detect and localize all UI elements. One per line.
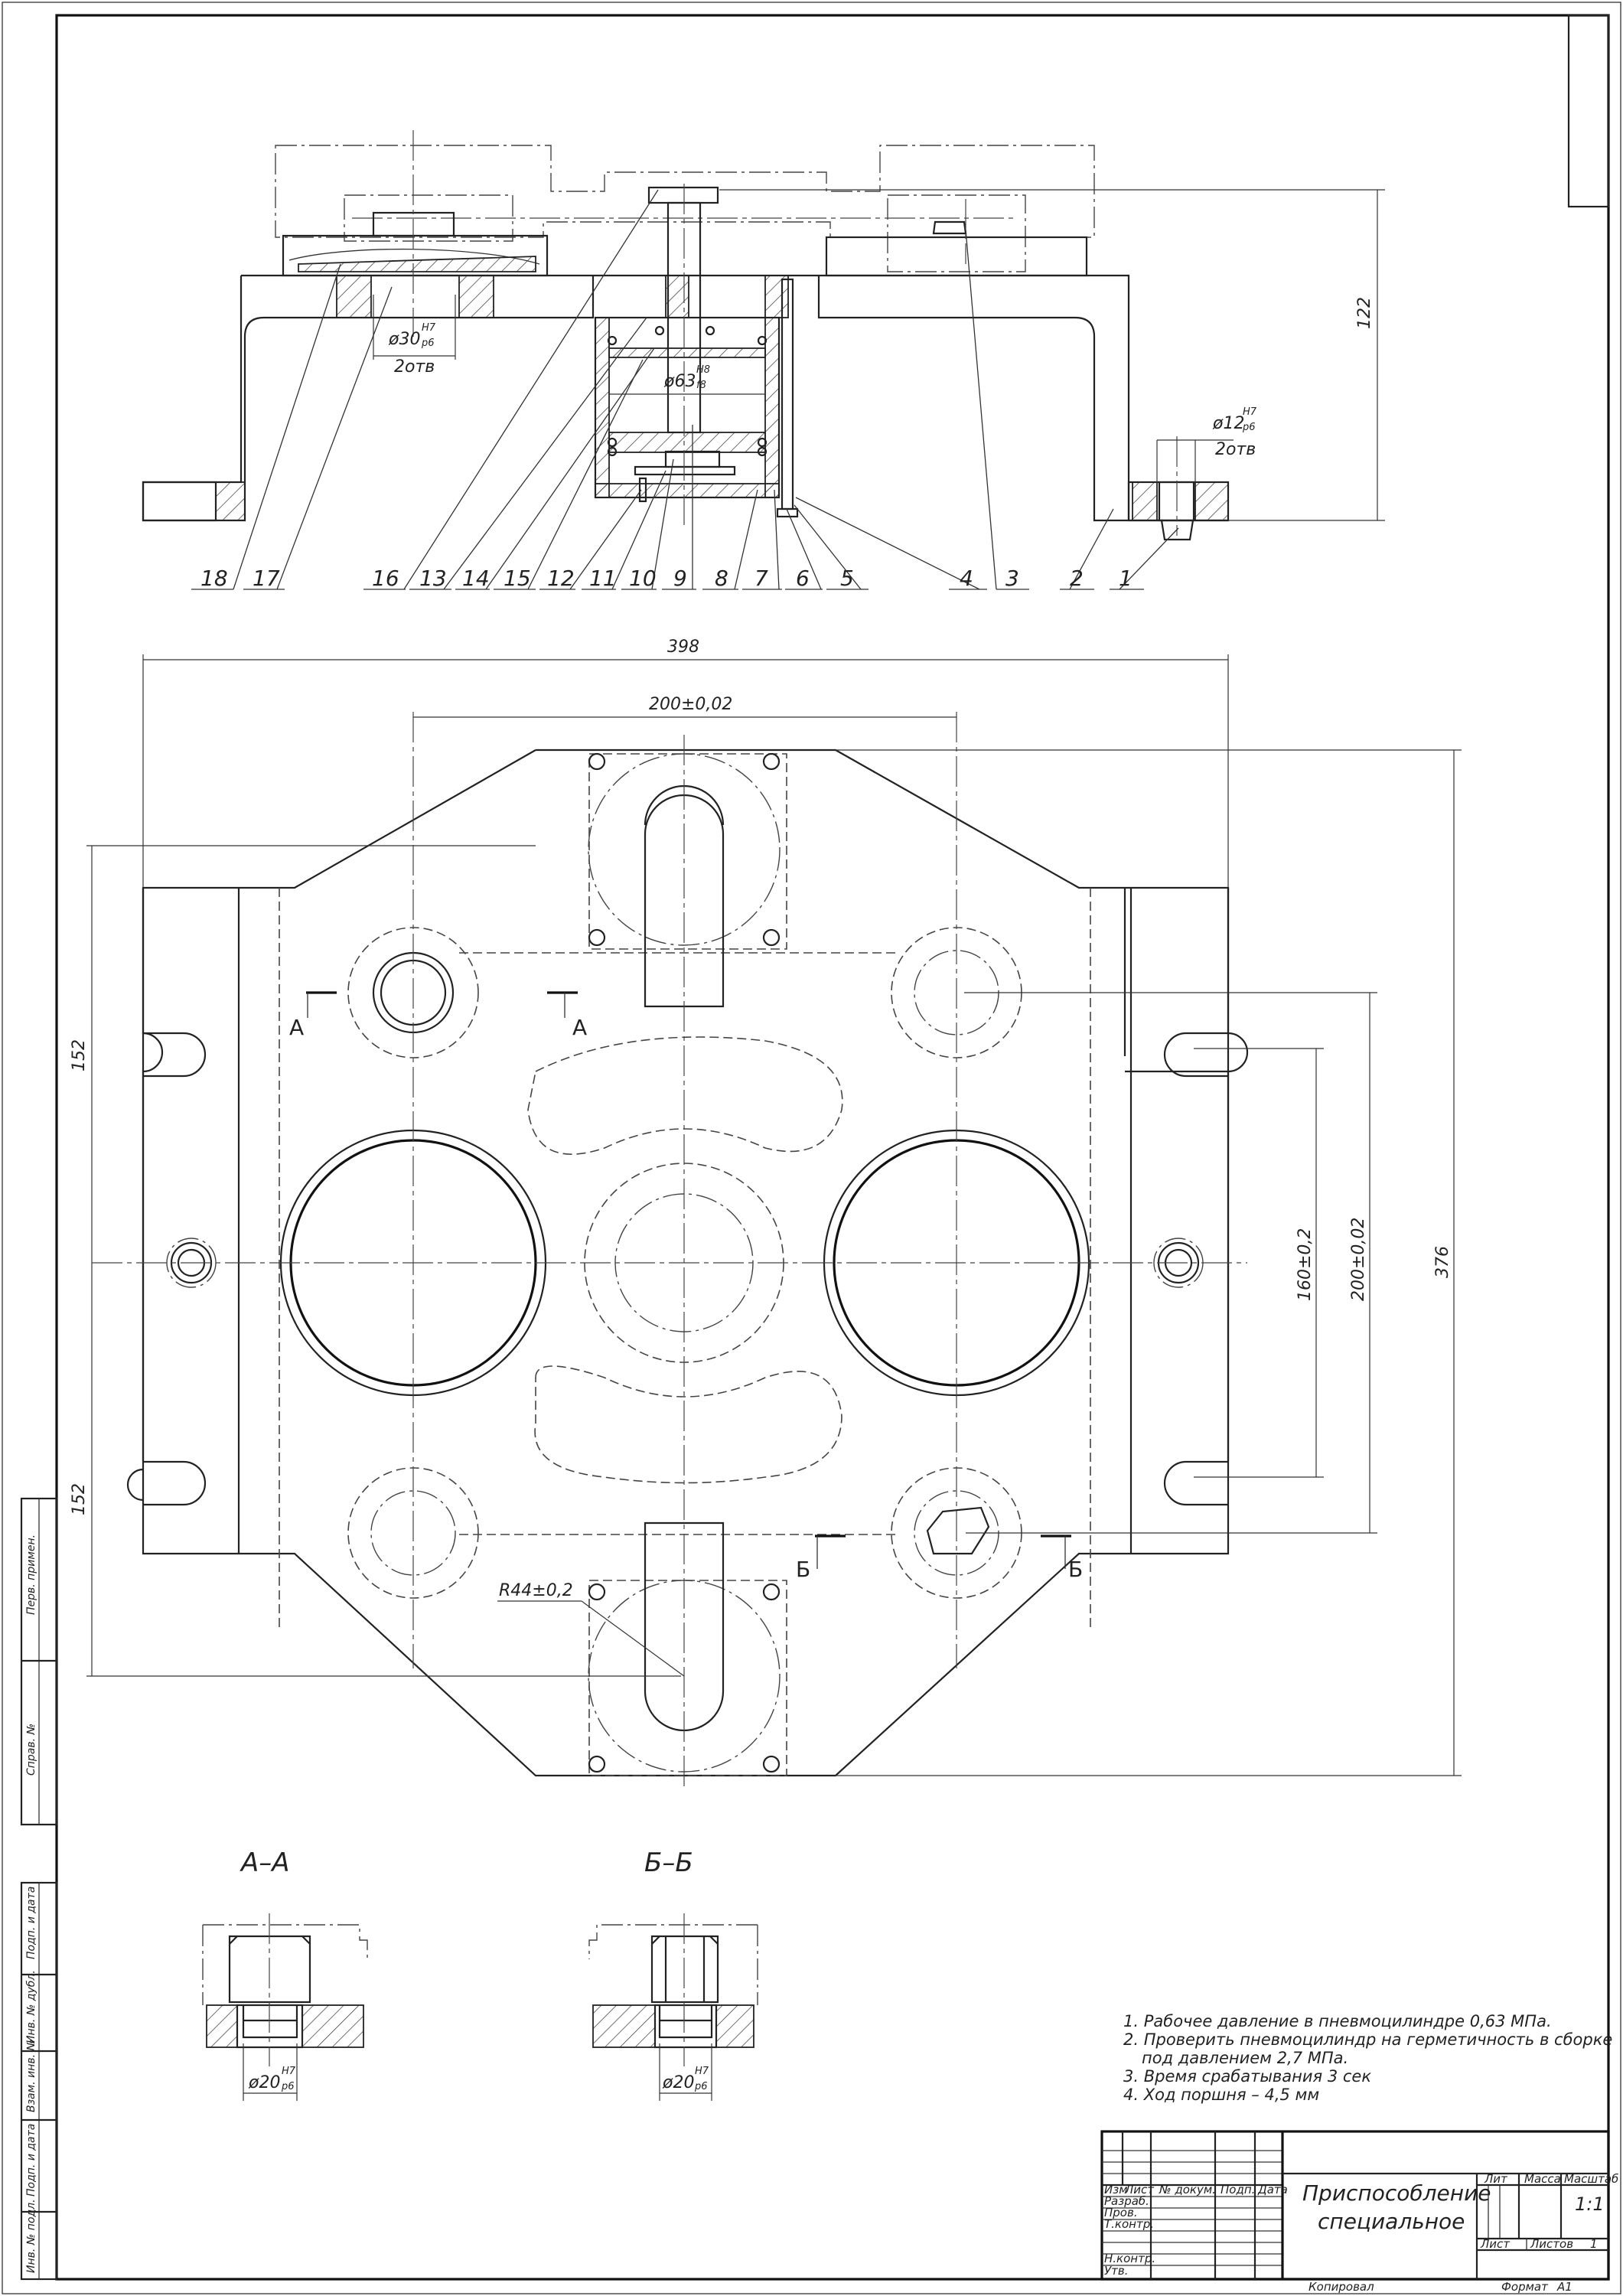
item-label: 5 <box>840 566 854 591</box>
item-label: 1 <box>1119 566 1133 591</box>
section-marker-a: А <box>289 1015 304 1040</box>
item-label: 9 <box>673 566 687 591</box>
section-aa: А–А ø20 H7 p6 <box>202 1848 368 2101</box>
item-label: 8 <box>715 566 728 591</box>
tb-masshtab: Масштаб <box>1564 2172 1618 2186</box>
tb-format: Формат <box>1501 2280 1549 2294</box>
item-label: 10 <box>629 566 657 591</box>
dim-fit: p6 <box>421 338 435 349</box>
drawing-title: Приспособление <box>1302 2180 1491 2206</box>
dim-fit: p6 <box>1242 422 1256 433</box>
drawing-title: специальное <box>1318 2209 1465 2234</box>
section-marker-b: Б <box>796 1557 810 1582</box>
tb-row-nkontr: Н.контр. <box>1104 2252 1155 2265</box>
dim-fit: H8 <box>696 364 710 376</box>
tb-col-sign: Подп. <box>1221 2183 1255 2197</box>
tb-scale-value: 1:1 <box>1575 2193 1605 2215</box>
tb-row-utv: Утв. <box>1104 2264 1129 2278</box>
side-stamp-text: Инв. № дубл. <box>25 1970 37 2043</box>
side-stamp-text: Справ. № <box>25 1724 37 1776</box>
dim-152-bot: 152 <box>70 1483 89 1515</box>
dim-152-top: 152 <box>70 1039 89 1071</box>
dim-fit: H7 <box>1243 406 1257 418</box>
item-label: 12 <box>547 566 575 591</box>
dim-376: 376 <box>1433 1246 1452 1278</box>
dim-d63: ø63 <box>663 372 696 391</box>
tb-list: Лист <box>1480 2237 1511 2251</box>
technical-notes: 1. Рабочее давление в пневмоцилиндре 0,6… <box>1123 2012 1612 2104</box>
tb-listov-value: 1 <box>1590 2237 1598 2251</box>
title-block: Изм Лист № докум. Подп. Дата Разраб. Про… <box>1100 2130 1618 2294</box>
dim-160: 160±0,2 <box>1295 1228 1315 1301</box>
tb-row-tkontr: Т.контр. <box>1104 2217 1154 2231</box>
dim-fit: p6 <box>281 2081 295 2092</box>
dim-d12: ø12 <box>1212 414 1244 433</box>
front-section-view: 18 17 16 13 14 15 12 11 10 9 8 7 6 5 4 3… <box>142 130 1385 591</box>
item-label: 14 <box>462 566 490 591</box>
note-line: 2. Проверить пневмоцилиндр на герметично… <box>1123 2030 1612 2049</box>
side-stamp-text: Взам. инв. № <box>25 2040 37 2112</box>
item-label: 3 <box>1005 566 1019 591</box>
note-line: под давлением 2,7 МПа. <box>1142 2049 1348 2067</box>
note-line: 3. Время срабатывания 3 сек <box>1123 2067 1371 2086</box>
dim-d30: ø30 <box>388 330 420 349</box>
section-bb-title: Б–Б <box>644 1848 693 1878</box>
dim-200v: 200±0,02 <box>1349 1218 1368 1301</box>
dim-d20b: ø20 <box>662 2073 694 2092</box>
side-stamp-column: Перв. примен. Справ. № Подп. и дата Инв.… <box>20 1497 58 2281</box>
dim-122: 122 <box>1355 297 1374 329</box>
tb-massa: Масса <box>1524 2172 1561 2186</box>
item-label: 18 <box>200 566 228 591</box>
tb-col-list: Лист <box>1124 2183 1155 2197</box>
dim-200: 200±0,02 <box>649 695 732 714</box>
item-label: 4 <box>960 566 973 591</box>
section-aa-title: А–А <box>240 1848 290 1878</box>
dim-398: 398 <box>667 638 699 657</box>
side-stamp-text: Подп. и дата <box>25 2124 37 2197</box>
plan-view: А А Б Б 398 200±0,02 152 152 <box>70 638 1462 1791</box>
note-line: 1. Рабочее давление в пневмоцилиндре 0,6… <box>1123 2012 1552 2030</box>
dim-fit: H7 <box>422 322 436 334</box>
item-label: 11 <box>589 566 617 591</box>
item-label: 13 <box>419 566 447 591</box>
tb-listov: Листов <box>1530 2237 1573 2251</box>
section-marker-b: Б <box>1068 1557 1083 1582</box>
tb-col-izm: Изм <box>1104 2183 1128 2197</box>
dim-fit: f8 <box>696 380 706 391</box>
item-label: 6 <box>796 566 810 591</box>
item-label: 17 <box>253 566 280 591</box>
dim-r44: R44±0,2 <box>499 1581 573 1600</box>
tb-row-razrab: Разраб. <box>1104 2194 1149 2208</box>
section-bb: Б–Б ø20 H7 p6 <box>588 1848 758 2101</box>
dim-fit: H7 <box>695 2066 709 2077</box>
section-marker-a: А <box>572 1015 587 1040</box>
side-stamp-text: Инв. № подл. <box>25 2199 37 2273</box>
tb-row-prov: Пров. <box>1104 2206 1138 2219</box>
dim-fit: H7 <box>282 2066 296 2077</box>
tb-col-date: Дата <box>1257 2183 1288 2197</box>
dim-d20a: ø20 <box>248 2073 280 2092</box>
item-label: 7 <box>754 566 768 591</box>
tb-lit: Лит <box>1484 2172 1508 2186</box>
dim-fit: p6 <box>694 2081 708 2092</box>
side-stamp-text: Подп. и дата <box>25 1887 37 1959</box>
tb-kopiroval: Копировал <box>1309 2280 1374 2294</box>
tb-format-value: А1 <box>1556 2280 1572 2294</box>
item-label: 16 <box>372 566 399 591</box>
tb-col-doc: № докум. <box>1159 2183 1216 2197</box>
note-line: 4. Ход поршня – 4,5 мм <box>1123 2086 1319 2104</box>
item-label: 2 <box>1070 566 1084 591</box>
side-stamp-text: Перв. примен. <box>25 1534 37 1615</box>
dim-holes: 2отв <box>394 357 435 377</box>
item-label: 15 <box>504 566 531 591</box>
dim-holes: 2отв <box>1215 440 1256 459</box>
